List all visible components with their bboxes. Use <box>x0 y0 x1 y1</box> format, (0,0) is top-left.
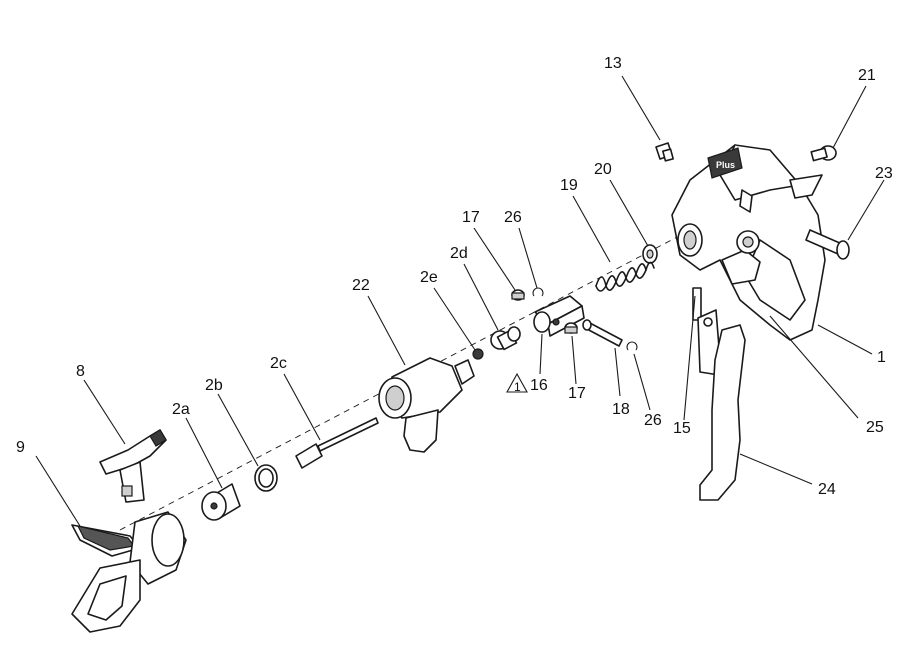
seat-part-2e <box>472 348 484 360</box>
adjustment-knob-part-25 <box>721 230 761 285</box>
callout-22: 22 <box>352 277 370 294</box>
callout-8: 8 <box>76 363 85 380</box>
callout-23: 23 <box>875 165 893 182</box>
callout-2a: 2a <box>172 401 190 418</box>
callout-20: 20 <box>594 161 612 178</box>
screw-part-21 <box>810 145 837 162</box>
reversible-tip-part-8 <box>99 429 167 503</box>
callout-26-upper: 26 <box>504 209 522 226</box>
callout-18: 18 <box>612 401 630 418</box>
fitting-part-17-lower <box>564 322 578 334</box>
trigger-part-24 <box>699 324 746 501</box>
plus-logo-plate: Plus <box>707 147 743 179</box>
callout-16: 16 <box>530 377 548 394</box>
callout-17-lower: 17 <box>568 385 586 402</box>
callout-9: 9 <box>16 439 25 456</box>
valve-housing-part-16 <box>533 295 585 337</box>
clip-part-26-upper <box>532 287 544 297</box>
seat-part-2d <box>490 326 521 351</box>
fitting-part-17-upper <box>511 289 525 301</box>
callout-labels: 13 21 23 20 19 17 26 2d 2e 22 2c 2b 2a 8… <box>16 55 893 498</box>
warning-triangle-icon: 1 <box>506 372 528 394</box>
warning-triangle-number: 1 <box>514 380 521 394</box>
o-ring-part-2b <box>254 464 278 492</box>
callout-2c: 2c <box>270 355 287 372</box>
pin-part-18 <box>582 319 623 347</box>
callout-2b: 2b <box>205 377 223 394</box>
callout-25: 25 <box>866 419 884 436</box>
pin-part-23 <box>805 229 850 260</box>
needle-part-2c <box>295 417 379 469</box>
callout-21: 21 <box>858 67 876 84</box>
leader-lines <box>35 75 885 527</box>
callout-13: 13 <box>604 55 622 72</box>
callout-2e: 2e <box>420 269 438 286</box>
screw-part-13 <box>655 142 674 162</box>
callout-2d: 2d <box>450 245 468 262</box>
callout-24: 24 <box>818 481 836 498</box>
spring-part-19 <box>595 261 655 292</box>
tip-guard-part-9 <box>71 511 187 633</box>
callout-26-lower: 26 <box>644 412 662 429</box>
nut-part-2a <box>201 483 241 521</box>
callout-1: 1 <box>877 349 886 366</box>
callout-19: 19 <box>560 177 578 194</box>
seat-part-20 <box>642 244 658 264</box>
callout-15: 15 <box>673 420 691 437</box>
plus-logo-text: Plus <box>716 160 735 170</box>
head-housing-part-22 <box>378 357 475 453</box>
clip-part-26-lower <box>626 341 638 351</box>
callout-17-upper: 17 <box>462 209 480 226</box>
